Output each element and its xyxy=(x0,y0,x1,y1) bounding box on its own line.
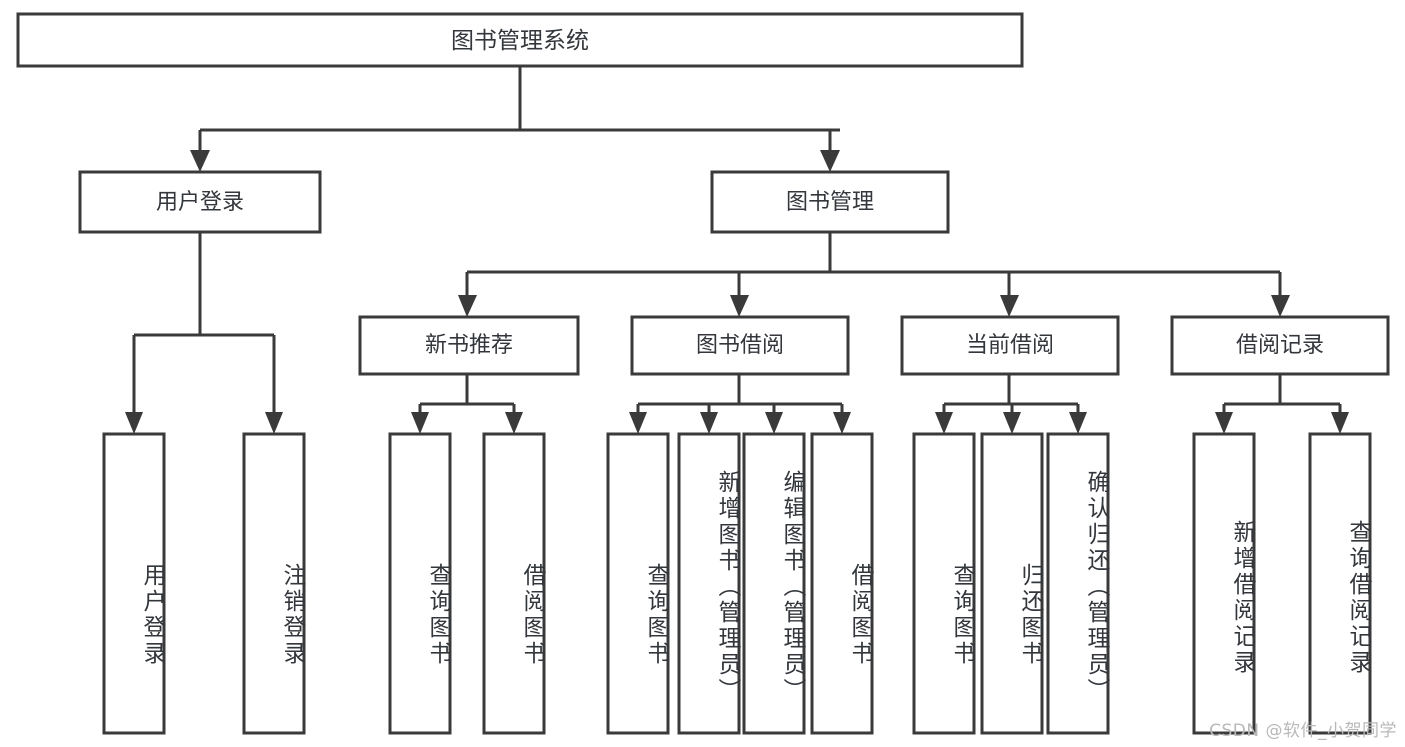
node-box-leaf-confirm-return[interactable] xyxy=(1046,432,1110,735)
node-box-leaf-add-record[interactable] xyxy=(1192,432,1256,735)
node-label-user-login: 用户登录 xyxy=(156,189,244,214)
node-label-current-borrow: 当前借阅 xyxy=(966,332,1054,357)
node-box-leaf-logout-login[interactable] xyxy=(242,432,306,735)
arrow-head-leaf-add-book xyxy=(700,412,718,434)
node-label-root: 图书管理系统 xyxy=(451,27,589,53)
arrow-head-leaf-query-book-2 xyxy=(629,412,647,434)
connector-new-book-to-leaves xyxy=(411,374,523,434)
connector-book-manage-to-level3 xyxy=(458,232,1290,317)
node-label-book-manage: 图书管理 xyxy=(786,189,874,214)
node-label-new-book-recommend: 新书推荐 xyxy=(425,332,513,357)
arrow-head-leaf-query-record xyxy=(1331,412,1349,434)
node-box-leaf-query-book-2[interactable] xyxy=(606,432,670,735)
arrow-head-book-manage xyxy=(820,150,840,172)
node-box-leaf-add-book[interactable] xyxy=(677,432,741,735)
connector-root-to-level2 xyxy=(190,66,840,172)
arrow-head-current-borrow xyxy=(1000,295,1019,317)
node-box-leaf-user-login[interactable] xyxy=(102,432,166,735)
connector-borrow-record-to-leaves xyxy=(1215,374,1349,434)
node-box-leaf-query-book-1[interactable] xyxy=(388,432,452,735)
node-label-book-borrow: 图书借阅 xyxy=(696,332,784,357)
arrow-head-user-login xyxy=(190,150,210,172)
node-box-leaf-borrow-book-1[interactable] xyxy=(482,432,546,735)
node-box-current-borrow[interactable] xyxy=(900,315,1120,376)
node-box-book-manage[interactable] xyxy=(710,170,950,234)
node-root-system[interactable]: 图书管理系统 xyxy=(16,12,1024,68)
node-book-manage[interactable]: 图书管理 xyxy=(710,170,950,234)
node-box-leaf-query-record[interactable] xyxy=(1308,432,1372,735)
node-box-new-book-recommend[interactable] xyxy=(358,315,580,376)
node-box-user-login[interactable] xyxy=(78,170,322,234)
csdn-watermark: CSDN @软件_小贺同学 xyxy=(1209,721,1397,741)
node-book-borrow[interactable]: 图书借阅 xyxy=(630,315,850,376)
arrow-head-leaf-user-login xyxy=(125,412,143,434)
node-label-borrow-record: 借阅记录 xyxy=(1236,332,1324,357)
node-box-leaf-query-book-3[interactable] xyxy=(912,432,976,735)
connector-user-login-to-leaves xyxy=(125,232,283,434)
arrow-head-leaf-return-book xyxy=(1003,412,1021,434)
connector-book-borrow-to-leaves xyxy=(629,374,851,434)
arrow-head-leaf-edit-book xyxy=(765,412,783,434)
node-new-book-recommend[interactable]: 新书推荐 xyxy=(358,315,580,376)
node-borrow-record[interactable]: 借阅记录 xyxy=(1170,315,1390,376)
node-current-borrow[interactable]: 当前借阅 xyxy=(900,315,1120,376)
arrow-head-book-borrow xyxy=(730,295,749,317)
node-box-book-borrow[interactable] xyxy=(630,315,850,376)
arrow-head-leaf-borrow-book-1 xyxy=(505,412,523,434)
node-box-borrow-record[interactable] xyxy=(1170,315,1390,376)
node-box-root[interactable] xyxy=(16,12,1024,68)
arrow-head-borrow-record xyxy=(1271,295,1290,317)
node-box-leaf-return-book[interactable] xyxy=(980,432,1044,735)
arrow-head-leaf-query-book-1 xyxy=(411,412,429,434)
arrow-head-leaf-add-record xyxy=(1215,412,1233,434)
arrow-head-leaf-borrow-book-2 xyxy=(833,412,851,434)
arrow-head-leaf-query-book-3 xyxy=(935,412,953,434)
arrow-head-new-book-recommend xyxy=(458,295,477,317)
node-box-leaf-borrow-book-2[interactable] xyxy=(810,432,874,735)
node-user-login[interactable]: 用户登录 xyxy=(78,170,322,234)
arrow-head-leaf-logout-login xyxy=(265,412,283,434)
arrow-head-leaf-confirm-return xyxy=(1069,412,1087,434)
connector-current-borrow-to-leaves xyxy=(935,374,1087,434)
node-box-leaf-edit-book[interactable] xyxy=(742,432,806,735)
